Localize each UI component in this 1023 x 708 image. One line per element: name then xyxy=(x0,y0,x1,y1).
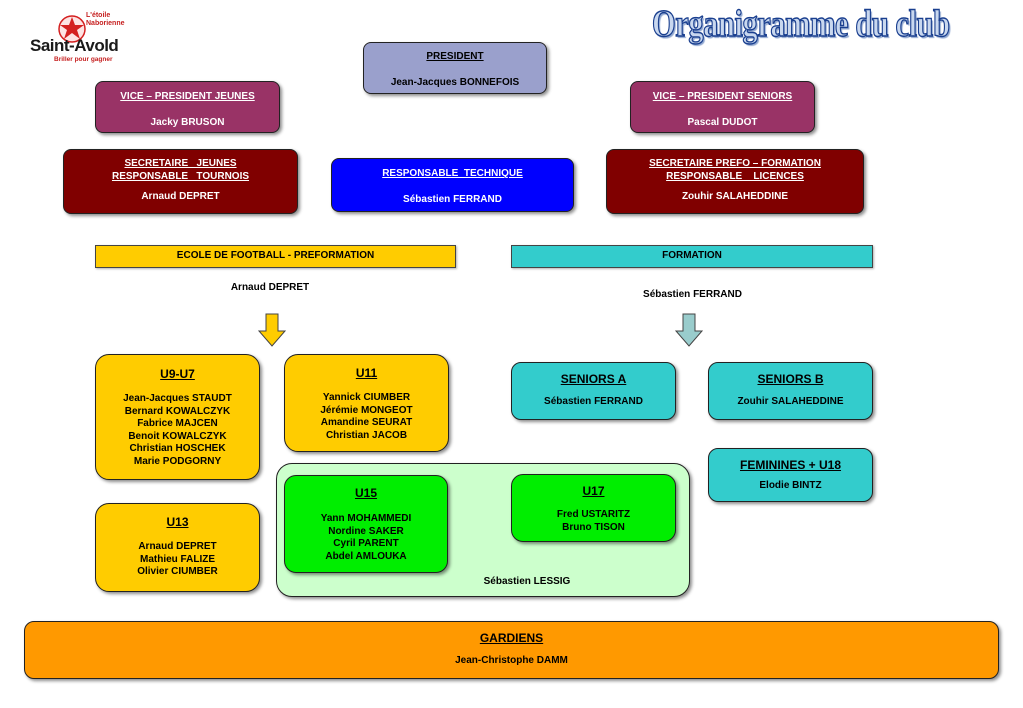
secretaire-prefo-role: SECRETAIRE PREFO – FORMATION xyxy=(649,158,821,169)
ecole-leader: Arnaud DEPRET xyxy=(230,282,310,293)
vp-seniors-name: Pascal DUDOT xyxy=(687,116,758,128)
vp-jeunes-role: VICE – PRESIDENT JEUNES xyxy=(120,91,255,102)
u9-coach: Fabrice MAJCEN xyxy=(137,418,218,429)
gardiens-name: Jean-Christophe DAMM xyxy=(455,655,568,666)
u13-coach: Arnaud DEPRET xyxy=(138,541,217,552)
feminines-box: FEMININES + U18 Elodie BINTZ xyxy=(708,448,873,502)
responsable-technique-name: Sébastien FERRAND xyxy=(403,193,502,205)
vp-seniors-box: VICE – PRESIDENT SENIORS Pascal DUDOT xyxy=(630,81,815,133)
u15-coach: Nordine SAKER xyxy=(328,525,404,537)
u9-coach: Marie PODGORNY xyxy=(133,455,222,467)
u11-coach: Yannick CIUMBER xyxy=(322,392,411,403)
feminines-name: Elodie BINTZ xyxy=(759,480,822,491)
u15-box: U15 Yann MOHAMMEDI Nordine SAKER Cyril P… xyxy=(284,475,448,573)
responsable-technique-role: RESPONSABLE TECHNIQUE xyxy=(382,168,523,179)
u17-box: U17 Fred USTARITZ Bruno TISON xyxy=(511,474,676,542)
u11-coach: Jérémie MONGEOT xyxy=(320,404,413,416)
u9-coach: Bernard KOWALCZYK xyxy=(124,405,231,417)
secretaire-jeunes-name: Arnaud DEPRET xyxy=(141,191,220,202)
vp-jeunes-name: Jacky BRUSON xyxy=(150,116,225,128)
u15-coach: Yann MOHAMMEDI xyxy=(320,513,412,524)
president-name: Jean-Jacques BONNEFOIS xyxy=(390,76,520,88)
u17-title: U17 xyxy=(582,484,605,498)
logo-name: Saint-Avold xyxy=(30,36,119,55)
responsable-technique-box: RESPONSABLE TECHNIQUE Sébastien FERRAND xyxy=(331,158,574,212)
u11-box: U11 Yannick CIUMBER Jérémie MONGEOT Aman… xyxy=(284,354,449,452)
u15-coach: Cyril PARENT xyxy=(333,538,399,549)
u9-coach: Jean-Jacques STAUDT xyxy=(123,393,232,404)
responsable-tournois-role: RESPONSABLE TOURNOIS xyxy=(111,170,250,182)
seniors-a-box: SENIORS A Sébastien FERRAND xyxy=(511,362,676,420)
president-role: PRESIDENT xyxy=(426,51,484,62)
vp-jeunes-box: VICE – PRESIDENT JEUNES Jacky BRUSON xyxy=(95,81,280,133)
secretaire-prefo-box: SECRETAIRE PREFO – FORMATION RESPONSABLE… xyxy=(606,149,864,214)
u13-title: U13 xyxy=(166,515,189,529)
formation-leader: Sébastien FERRAND xyxy=(643,289,742,300)
feminines-title: FEMININES + U18 xyxy=(739,458,842,472)
seniors-a-name: Sébastien FERRAND xyxy=(544,396,643,407)
responsable-licences-role: RESPONSABLE LICENCES xyxy=(666,170,804,182)
u13-box: U13 Arnaud DEPRET Mathieu FALIZE Olivier… xyxy=(95,503,260,592)
u9-u7-box: U9-U7 Jean-Jacques STAUDT Bernard KOWALC… xyxy=(95,354,260,480)
secretaire-jeunes-role: SECRETAIRE JEUNES xyxy=(124,158,237,169)
u17-coach: Bruno TISON xyxy=(562,521,625,533)
gardiens-box: GARDIENS Jean-Christophe DAMM xyxy=(24,621,999,679)
u13-coach: Olivier CIUMBER xyxy=(137,566,218,577)
president-box: PRESIDENT Jean-Jacques BONNEFOIS xyxy=(363,42,547,94)
gardiens-title: GARDIENS xyxy=(479,631,544,645)
page-title: Organigramme du club xyxy=(651,2,950,45)
u13-coach: Mathieu FALIZE xyxy=(140,553,215,565)
logo-slogan: Briller pour gagner xyxy=(54,56,113,63)
u11-coach: Christian JACOB xyxy=(325,429,408,441)
u15-coach: Abdel AMLOUKA xyxy=(325,550,407,562)
u17-coach: Fred USTARITZ xyxy=(556,509,631,520)
u9-coach: Christian HOSCHEK xyxy=(129,443,226,454)
seniors-b-name: Zouhir SALAHEDDINE xyxy=(737,396,844,407)
u15-title: U15 xyxy=(354,486,377,500)
secretaire-prefo-name: Zouhir SALAHEDDINE xyxy=(681,191,789,202)
logo-line-2: Naborienne xyxy=(86,20,125,27)
secretaire-jeunes-box: SECRETAIRE JEUNES RESPONSABLE TOURNOIS A… xyxy=(63,149,298,214)
u11-title: U11 xyxy=(355,366,378,380)
arrow-down-icon xyxy=(675,313,703,347)
ecole-football-bar: ECOLE DE FOOTBALL - PREFORMATION xyxy=(95,245,456,268)
lessig-name: Sébastien LESSIG xyxy=(483,576,571,587)
u9-coach: Benoit KOWALCZYK xyxy=(128,430,227,442)
seniors-b-box: SENIORS B Zouhir SALAHEDDINE xyxy=(708,362,873,420)
u11-coach: Amandine SEURAT xyxy=(320,417,413,428)
u9-u7-title: U9-U7 xyxy=(160,367,195,381)
seniors-b-title: SENIORS B xyxy=(757,372,824,386)
club-logo: L'étoile Naborienne Saint-Avold Briller … xyxy=(26,12,144,68)
vp-seniors-role: VICE – PRESIDENT SENIORS xyxy=(652,91,793,102)
seniors-a-title: SENIORS A xyxy=(560,372,627,386)
formation-bar: FORMATION xyxy=(511,245,873,268)
logo-line-1: L'étoile xyxy=(86,12,111,19)
star-logo-icon xyxy=(58,15,86,43)
arrow-down-icon xyxy=(258,313,286,347)
